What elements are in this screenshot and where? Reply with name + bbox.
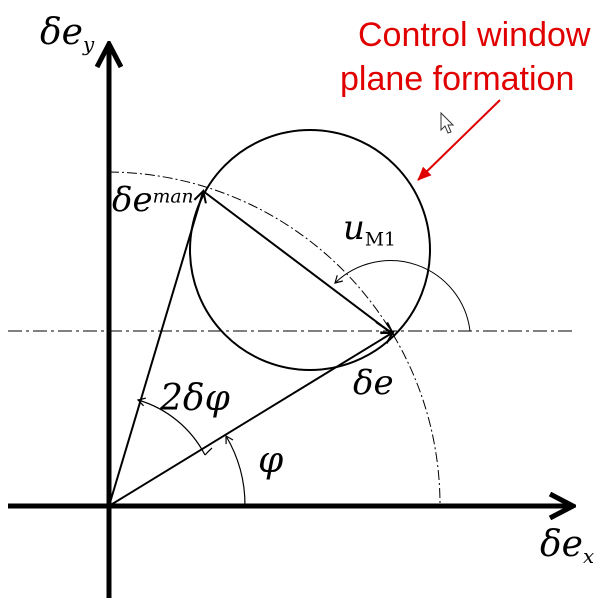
angle-phi-arc (225, 434, 246, 507)
annotation-line-1: Control window (358, 16, 591, 54)
annotation-arrow (417, 99, 501, 181)
vector-de-man (108, 192, 203, 507)
x-axis-label: δex (540, 524, 595, 568)
vector-u-m1-label: uM1 (343, 208, 396, 251)
angle-two-dphi-label: 2δφ (160, 378, 230, 419)
angle-u-arc (334, 260, 471, 332)
arrowhead-u-m1 (375, 321, 392, 333)
angle-two-dphi-arc (136, 397, 206, 456)
angle-phi-label: φ (258, 440, 284, 481)
reference-arc (108, 171, 441, 507)
vector-u-m1 (202, 190, 391, 333)
y-axis-label: δey (40, 12, 95, 56)
vector-de-label: δe (353, 363, 394, 403)
vector-de (108, 333, 392, 507)
annotation-line-2: plane formation (340, 60, 575, 98)
vector-de-man-label: δeman (112, 180, 194, 220)
mouse-cursor-icon (440, 111, 455, 134)
control-window-circle (189, 129, 431, 371)
angle-two-dphi-arc-start (204, 447, 213, 456)
